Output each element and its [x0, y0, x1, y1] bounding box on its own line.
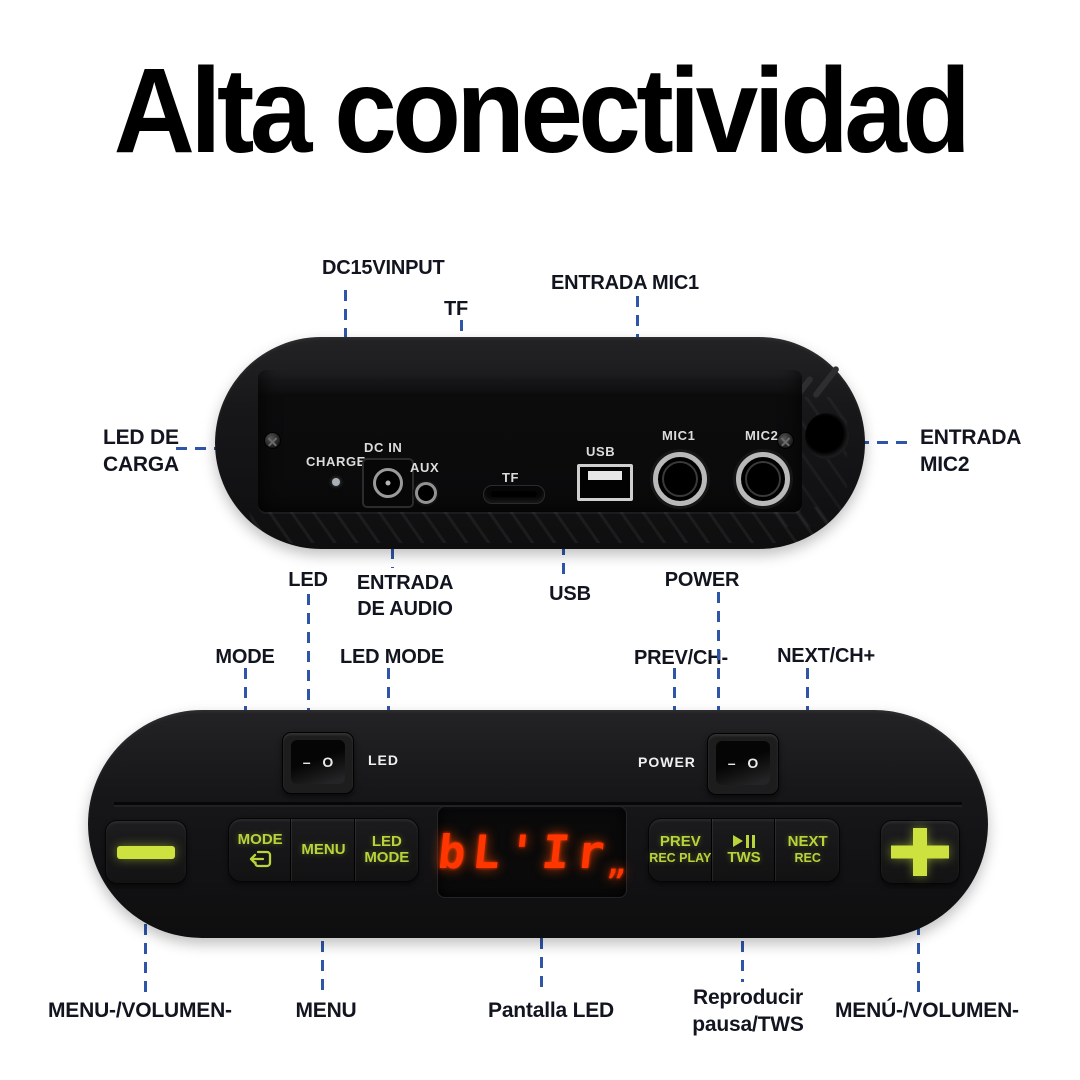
next-button: NEXT REC [775, 819, 839, 881]
led-rocker-switch: – O [282, 732, 354, 794]
callout-entrada-mic2: ENTRADA MIC2 [920, 426, 1022, 477]
rocker-dash-mark: – [727, 755, 736, 771]
dc-jack-pin [385, 480, 391, 486]
minus-bar-icon [117, 845, 175, 859]
callout-next-ch: NEXT/CH+ [777, 645, 875, 667]
rocker-circle-mark: O [322, 754, 334, 770]
mic2-label: MIC2 [745, 428, 779, 443]
tf-label: TF [502, 470, 520, 485]
display-text: bL'Ir [435, 825, 615, 879]
mic1-jack [653, 452, 707, 506]
leader-menu-button [321, 884, 324, 992]
prev-button-label: PREV [659, 833, 701, 851]
play-pause-icon [732, 834, 756, 848]
callout-reproducir-tws: Reproducir pausa/TWS [692, 986, 804, 1037]
usb-port [577, 464, 633, 501]
rocker-circle-mark: O [747, 755, 759, 771]
charge-led-dot [332, 478, 340, 486]
callout-dc-input: DC15VINPUT [322, 257, 445, 279]
callout-mode: MODE [215, 646, 275, 668]
leader-volume-up [917, 886, 920, 992]
usb-label: USB [586, 444, 616, 459]
prev-button: PREV REC PLAY [649, 819, 712, 881]
leader-volume-down [144, 886, 147, 992]
leader-led-switch [307, 594, 310, 734]
carry-hole [805, 413, 849, 459]
menu-button: MENU [291, 819, 354, 881]
mic2-jack [736, 452, 790, 506]
aux-label: AUX [410, 460, 440, 475]
dc-jack-hole [373, 468, 403, 498]
dc-in-jack [362, 458, 414, 508]
menu-button-label: MENU [301, 841, 346, 859]
callout-pantalla-led: Pantalla LED [488, 999, 614, 1022]
next-button-label: NEXT [787, 833, 828, 851]
screw-icon [777, 432, 794, 449]
callout-usb: USB [549, 583, 591, 605]
callout-menu-vol-left: MENU-/VOLUMEN- [48, 999, 232, 1022]
callout-prev-ch: PREV/CH- [634, 647, 728, 669]
tf-card-slot [483, 485, 545, 504]
prev-tws-next-group: PREV REC PLAY TWS NEXT REC [648, 818, 840, 882]
speaker-back-panel: CHARGE DC IN AUX TF USB MIC1 MIC2 [215, 337, 865, 549]
volume-up-button [880, 820, 960, 884]
callout-entrada-mic1: ENTRADA MIC1 [551, 272, 699, 294]
rocker-face: – O [291, 740, 345, 784]
display-suffix: „ [605, 846, 628, 882]
mode-button-label: MODE [237, 831, 283, 849]
speaker-front-panel: – O LED POWER – O MODE [88, 710, 988, 938]
led-mode-button: LED MODE [354, 819, 418, 881]
power-switch-label: POWER [638, 754, 696, 770]
charge-label: CHARGE [306, 454, 366, 469]
plus-icon [881, 821, 959, 883]
aux-jack [415, 482, 437, 504]
page-title: Alta conectividad [113, 42, 971, 178]
panel-seam [114, 802, 962, 805]
end-ridge [811, 365, 841, 399]
tws-button-label: TWS [727, 849, 761, 867]
rec-label: REC [794, 851, 821, 866]
callout-entrada-de-audio: ENTRADA DE AUDIO [356, 572, 454, 620]
led-switch-label: LED [368, 752, 399, 768]
screw-icon [264, 432, 281, 449]
callout-menu: MENU [295, 999, 357, 1022]
mode-input-icon [250, 850, 272, 868]
port-recess-panel: CHARGE DC IN AUX TF USB MIC1 MIC2 [258, 370, 802, 512]
mode-menu-group: MODE MENU LED MODE [228, 818, 419, 882]
led-mode-button-label: LED MODE [364, 833, 410, 866]
mic1-label: MIC1 [662, 428, 696, 443]
hatch-texture [249, 507, 831, 543]
leader-display [540, 900, 543, 992]
callout-led-mode: LED MODE [340, 646, 444, 668]
power-rocker-switch: – O [707, 733, 779, 795]
callout-tf: TF [443, 298, 469, 320]
rocker-dash-mark: – [302, 754, 311, 770]
callout-power: POWER [664, 569, 740, 591]
usb-tongue [588, 471, 622, 480]
callout-led: LED [288, 569, 328, 591]
rocker-face: – O [716, 741, 770, 785]
mode-button: MODE [229, 819, 291, 881]
led-display: bL'Ir „ [435, 806, 628, 898]
leader-power-switch [717, 592, 720, 734]
callout-menu-vol-right: MENÚ-/VOLUMEN- [835, 999, 1019, 1022]
dc-in-label: DC IN [364, 440, 403, 455]
volume-down-button [105, 820, 187, 884]
tws-button: TWS [711, 819, 776, 881]
rec-play-label: REC PLAY [649, 851, 712, 866]
callout-led-de-carga: LED DE CARGA [103, 426, 179, 477]
